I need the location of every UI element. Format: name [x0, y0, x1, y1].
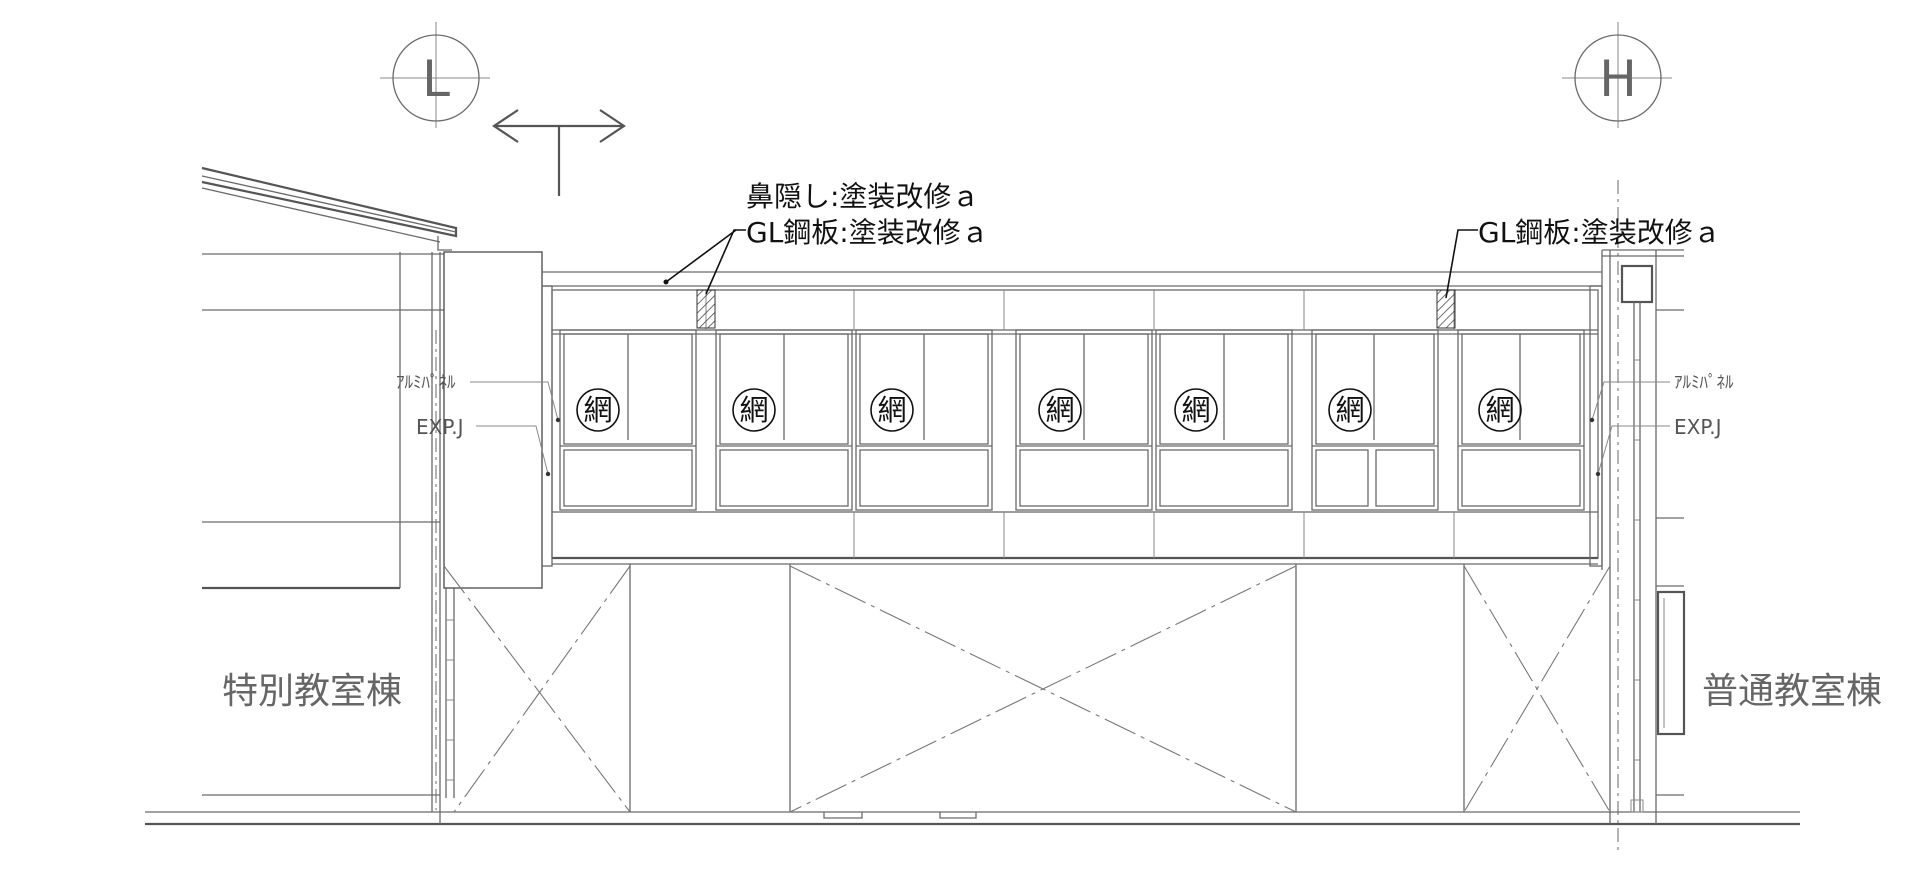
- annotations: 鼻隠し:塗装改修ａ GL鋼板:塗装改修ａ GL鋼板:塗装改修ａ ｱﾙﾐﾊﾟﾈﾙ …: [396, 180, 1734, 477]
- wire-glass-icon: [870, 388, 914, 432]
- wire-glass-mark: 網: [877, 393, 906, 427]
- window-panel: 網: [855, 329, 993, 511]
- wire-glass-icon: [1174, 388, 1218, 432]
- grid-label-right: H: [1599, 50, 1637, 108]
- direction-arrow-icon: [492, 109, 626, 196]
- wire-glass-mark: 網: [1485, 393, 1514, 427]
- under-bridge-structure: [443, 564, 1611, 819]
- window-panel: 網: [1155, 329, 1293, 511]
- window-panel: 網: [715, 329, 853, 511]
- window-panel: 網: [1015, 329, 1153, 511]
- left-building: 特別教室棟: [201, 166, 543, 824]
- wire-glass-mark: 網: [1181, 393, 1210, 427]
- window-panel: 網: [1457, 329, 1585, 511]
- wire-glass-icon: [1038, 388, 1082, 432]
- grid-label-left: L: [422, 50, 450, 108]
- note-gl-plate-right: GL鋼板:塗装改修ａ: [1478, 216, 1721, 249]
- grid-circle-icon: [392, 34, 480, 122]
- note-exp-joint-left: EXP.J: [416, 415, 464, 439]
- right-building: 普通教室棟: [1601, 249, 1882, 824]
- note-gl-plate-left: GL鋼板:塗装改修ａ: [746, 216, 989, 249]
- grid-circle-icon: [1574, 34, 1662, 122]
- wire-glass-icon: [732, 388, 776, 432]
- building-label-right: 普通教室棟: [1702, 671, 1882, 712]
- wire-glass-icon: [1328, 388, 1372, 432]
- wire-glass-mark: 網: [583, 393, 612, 427]
- wire-glass-mark: 網: [1045, 393, 1074, 427]
- hatch-pattern-icon: [1436, 289, 1456, 329]
- note-exp-joint-right: EXP.J: [1674, 415, 1722, 439]
- hatch-pattern-icon: [696, 289, 716, 329]
- window-row: 網 網 網 網: [559, 329, 1585, 511]
- wire-glass-mark: 網: [1335, 393, 1364, 427]
- wire-glass-mark: 網: [739, 393, 768, 427]
- window-panel: 網: [559, 329, 697, 511]
- note-alu-panel-left: ｱﾙﾐﾊﾟﾈﾙ: [396, 373, 456, 393]
- note-nose-cover: 鼻隠し:塗装改修ａ: [746, 180, 979, 213]
- wire-glass-icon: [576, 388, 620, 432]
- wire-glass-icon: [1478, 388, 1522, 432]
- grid-marker-right: H: [1562, 22, 1672, 128]
- note-alu-panel-right: ｱﾙﾐﾊﾟﾈﾙ: [1674, 373, 1734, 393]
- building-label-left: 特別教室棟: [222, 671, 402, 712]
- grid-marker-left: L: [380, 22, 490, 128]
- window-panel: 網: [1311, 329, 1439, 511]
